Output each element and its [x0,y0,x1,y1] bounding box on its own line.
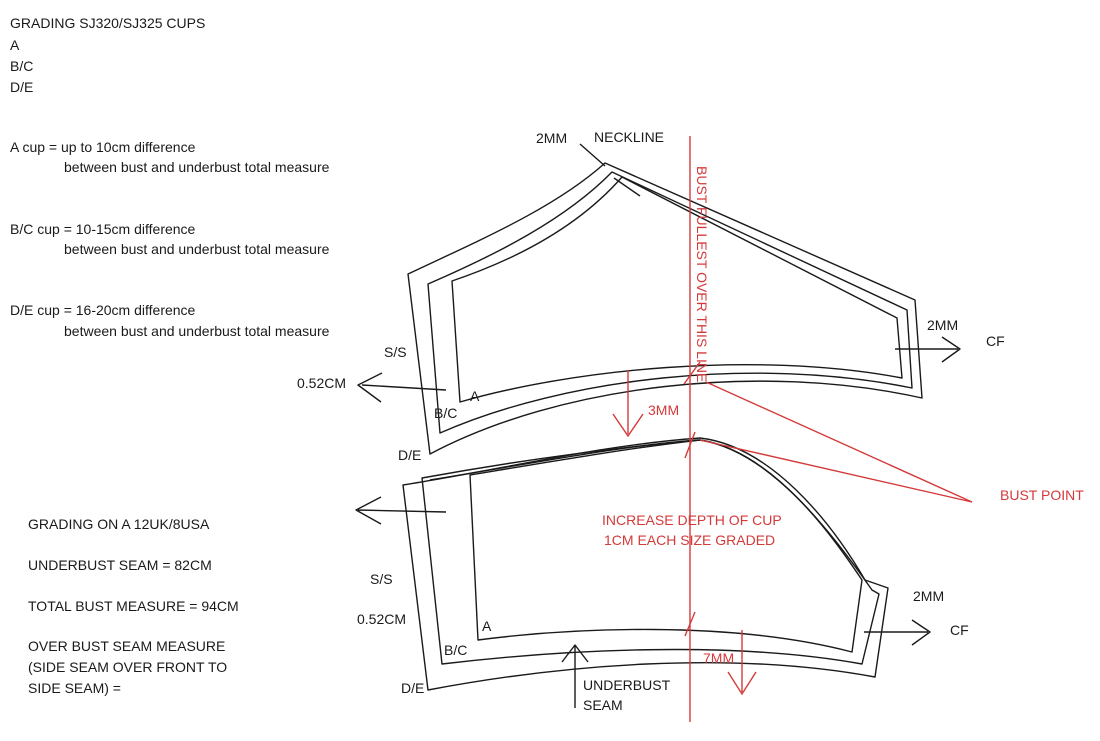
bottom-cup-outline-bc [421,439,880,665]
drop-top-label: 3MM [648,402,679,418]
overbust-line-3: SIDE SEAM) = [28,680,121,696]
cup-de-title: D/E cup = 16-20cm difference [10,302,196,318]
underbust-seam-label-2: SEAM [583,697,623,713]
top-neck-offset: 2MM [536,130,567,146]
bottom-side-offset: 0.52CM [357,611,406,627]
bust-line-tick-top [683,361,701,385]
bottom-cup-outline-de [402,437,889,691]
cup-a-detail: between bust and underbust total measure [64,159,330,175]
bust-line-tick-lower [684,611,696,637]
neckline-label: NECKLINE [594,129,664,145]
drop-bottom-label: 7MM [703,650,734,666]
size-list-a: A [10,37,20,53]
cup-de-detail: between bust and underbust total measure [64,323,330,339]
size-list-de: D/E [10,79,34,95]
underbust-seam-label-1: UNDERBUST [583,677,671,693]
bottom-cup-outline-a [469,439,863,653]
top-neck-notch [613,177,641,197]
top-cup-outline-a [451,176,903,403]
bust-point-label: BUST POINT [1000,487,1084,503]
top-size-bc: B/C [434,405,457,421]
top-size-de: D/E [398,447,421,463]
page-title: GRADING SJ320/SJ325 CUPS [10,15,206,31]
drop-arrow-bottom [727,630,757,696]
overbust-line-1: OVER BUST SEAM MEASURE [28,638,226,654]
increase-depth-line-1: INCREASE DEPTH OF CUP [602,512,782,528]
bust-fullest-label: BUST FULLEST OVER THIS LINE [694,166,710,382]
size-list-bc: B/C [10,58,34,74]
overbust-line-2: (SIDE SEAM OVER FRONT TO [28,659,228,675]
neckline-pointer [579,143,606,167]
bottom-side-seam-label: S/S [370,571,393,587]
drop-arrow-top [612,370,644,438]
underbust-seam-arrow [561,644,589,708]
total-bust-measure: TOTAL BUST MEASURE = 94CM [28,598,239,614]
top-side-offset: 0.52CM [297,375,346,391]
top-cup-outline-bc [427,171,913,434]
top-side-seam-label: S/S [384,344,407,360]
cup-bc-detail: between bust and underbust total measure [64,241,330,257]
cup-bc-title: B/C cup = 10-15cm difference [10,221,196,237]
top-cf-arrow [895,336,961,363]
top-side-arrow [357,372,447,403]
bottom-cf-label: CF [950,622,969,638]
bottom-side-arrow [355,496,447,525]
underbust-measure: UNDERBUST SEAM = 82CM [28,557,212,573]
cup-a-title: A cup = up to 10cm difference [10,139,196,155]
increase-depth-line-2: 1CM EACH SIZE GRADED [604,532,775,548]
bottom-size-bc: B/C [444,642,467,658]
top-size-a: A [470,388,480,404]
bottom-top-contour [429,439,699,481]
bust-point-leader-top [705,381,973,503]
top-cf-offset: 2MM [927,317,958,333]
bottom-cf-offset: 2MM [913,588,944,604]
bottom-size-a: A [482,618,492,634]
bust-line-tick-bottom [684,431,696,459]
top-cup-outline-de [407,162,923,455]
bottom-cf-arrow [864,619,931,646]
top-cf-label: CF [986,333,1005,349]
bottom-size-de: D/E [401,680,424,696]
bust-point-leader-bottom [699,439,973,503]
grading-base: GRADING ON A 12UK/8USA [28,516,210,532]
